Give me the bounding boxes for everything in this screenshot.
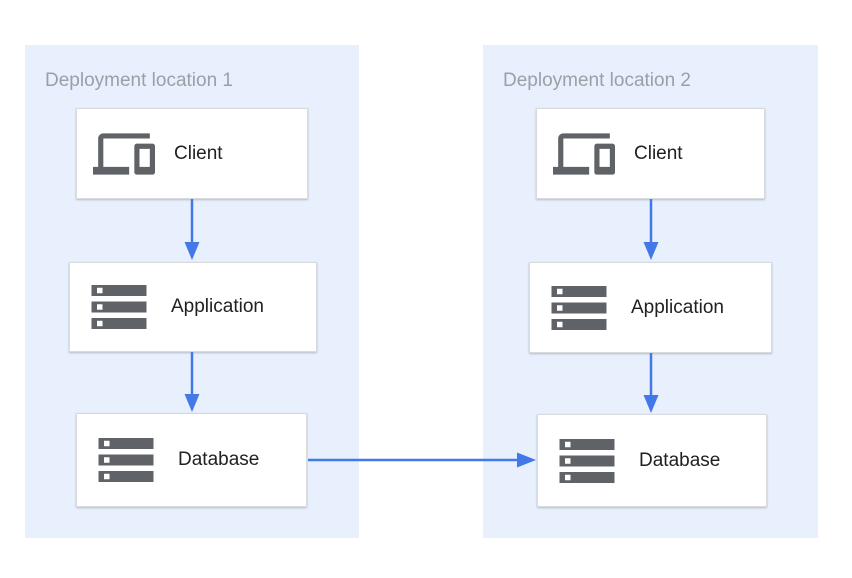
database-node-location-2: Database: [537, 414, 767, 507]
application-node-location-1: Application: [69, 262, 317, 352]
server-stack-icon: [86, 274, 152, 340]
deployment-location-1-panel: Deployment location 1 Client Application: [25, 45, 359, 538]
application-node-label: Application: [631, 296, 724, 318]
deployment-location-1-title: Deployment location 1: [45, 70, 233, 91]
deployment-location-2-panel: Deployment location 2 Client Application: [483, 45, 818, 538]
server-stack-icon: [554, 428, 620, 494]
server-stack-icon: [546, 275, 612, 341]
client-node-label: Client: [634, 142, 683, 164]
deployment-location-2-title: Deployment location 2: [503, 70, 691, 91]
devices-icon: [553, 123, 615, 185]
server-stack-icon: [93, 427, 159, 493]
database-node-label: Database: [178, 449, 260, 470]
devices-icon: [93, 123, 155, 185]
database-node-label: Database: [639, 449, 721, 471]
application-node-label: Application: [171, 296, 264, 317]
application-node-location-2: Application: [529, 262, 772, 353]
client-node-location-2: Client: [536, 108, 765, 199]
client-node-label: Client: [174, 142, 223, 164]
client-node-location-1: Client: [76, 108, 308, 199]
database-node-location-1: Database: [76, 413, 307, 507]
